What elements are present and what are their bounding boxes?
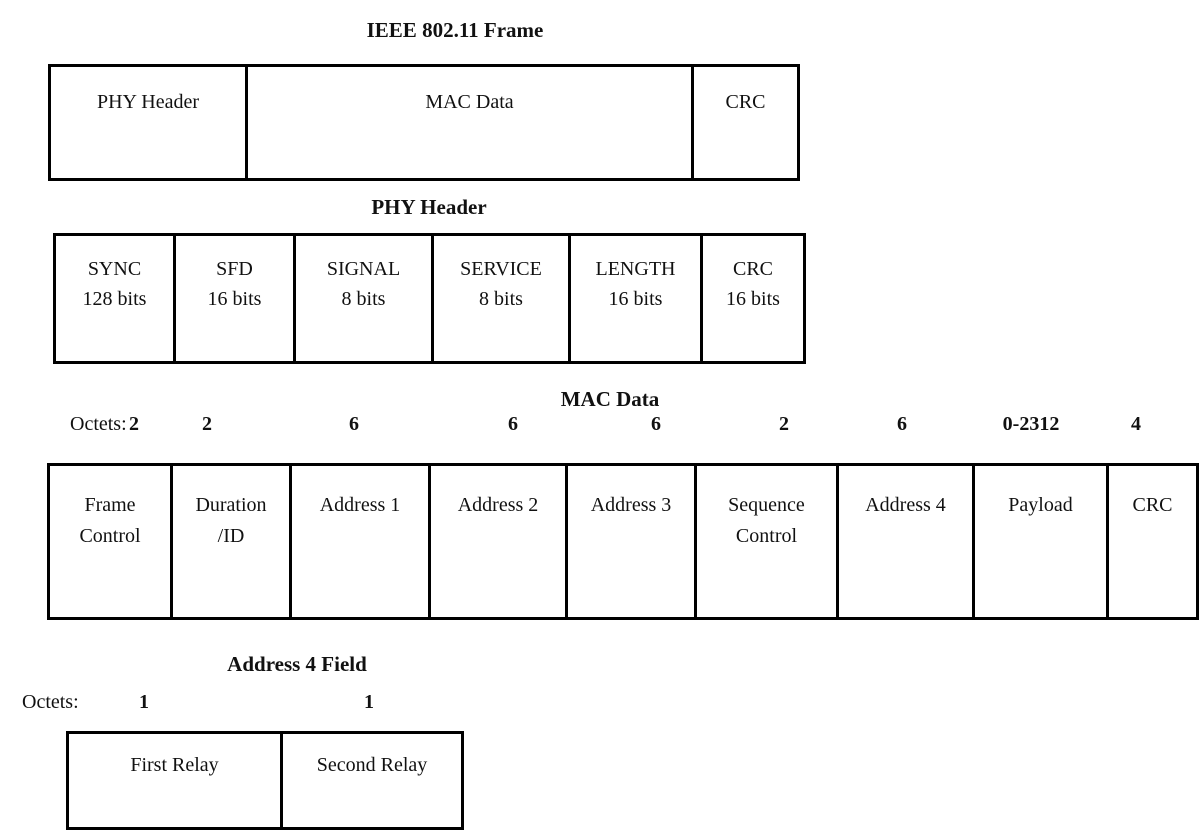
field-length: LENGTH 16 bits [571,236,703,361]
field-size: 128 bits [82,288,147,310]
field-label: Frame Control [79,494,141,547]
section-title-phy-header: PHY Header [371,195,487,219]
field-phy-header: PHY Header [51,67,248,178]
field-label: Second Relay [316,754,428,776]
field-size: 8 bits [479,288,523,310]
field-name: SFD [216,258,253,280]
field-name: LENGTH [595,258,676,280]
mac-octet-frame-control: 2 [129,413,139,435]
address4-octet-second-relay: 1 [364,691,374,713]
field-first-relay: First Relay [69,734,283,827]
mac-octet-payload: 0-2312 [1002,413,1060,435]
frame-row: PHY Header MAC Data CRC [48,64,800,181]
phy-header-row: SYNC 128 bits SFD 16 bits SIGNAL 8 bits … [53,233,806,364]
mac-octet-address2: 6 [508,413,518,435]
field-label: PHY Header [96,91,199,113]
field-crc: CRC [694,67,797,178]
field-sync: SYNC 128 bits [56,236,176,361]
field-name: SIGNAL [326,258,401,280]
mac-octet-sequence-control: 2 [779,413,789,435]
field-label: Address 2 [457,494,539,516]
field-label: CRC [1132,494,1173,516]
field-label: Address 3 [590,494,672,516]
mac-octet-address4: 6 [897,413,907,435]
address4-octets-label: Octets: [22,691,79,713]
field-name: CRC [732,258,774,280]
field-mac-data: MAC Data [248,67,694,178]
field-size: 8 bits [341,288,386,310]
field-label: Sequence Control [728,494,805,547]
field-mac-crc: CRC [1109,466,1196,617]
mac-octet-crc: 4 [1131,413,1141,435]
field-label: Address 4 [865,494,946,516]
field-size: 16 bits [608,288,663,310]
field-label: MAC Data [425,91,514,113]
section-title-address4-field: Address 4 Field [227,652,367,676]
field-name: SYNC [87,258,142,280]
field-payload: Payload [975,466,1109,617]
field-signal: SIGNAL 8 bits [296,236,434,361]
field-size: 16 bits [726,288,780,310]
field-frame-control: Frame Control [50,466,173,617]
field-address3: Address 3 [568,466,697,617]
field-name: SERVICE [460,258,542,280]
field-service: SERVICE 8 bits [434,236,571,361]
mac-octet-address3: 6 [651,413,661,435]
field-address2: Address 2 [431,466,568,617]
mac-data-row: Frame Control Duration /ID Address 1 Add… [47,463,1199,620]
address4-octet-first-relay: 1 [139,691,149,713]
field-size: 16 bits [207,288,262,310]
mac-octets-label: Octets: [70,413,127,435]
address4-row: First Relay Second Relay [66,731,464,830]
field-label: Duration /ID [195,494,267,547]
field-label: Payload [1008,494,1073,516]
field-second-relay: Second Relay [283,734,461,827]
field-duration-id: Duration /ID [173,466,292,617]
field-address4: Address 4 [839,466,975,617]
section-title-ieee-frame: IEEE 802.11 Frame [366,18,544,42]
section-title-mac-data: MAC Data [560,387,660,411]
mac-octet-address1: 6 [349,413,359,435]
field-phy-crc: CRC 16 bits [703,236,803,361]
field-label: First Relay [130,754,219,776]
field-address1: Address 1 [292,466,431,617]
field-label: CRC [725,91,766,113]
field-sequence-control: Sequence Control [697,466,839,617]
mac-octet-duration-id: 2 [202,413,212,435]
field-sfd: SFD 16 bits [176,236,296,361]
field-label: Address 1 [319,494,401,516]
